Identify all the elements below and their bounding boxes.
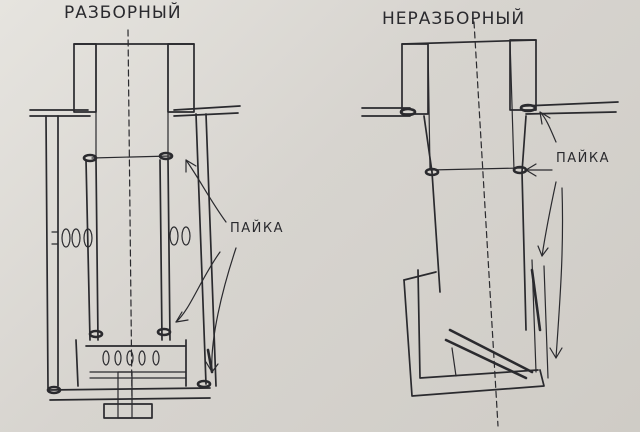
right-arrows xyxy=(525,111,564,359)
right-title: НЕРАЗБОРНЫЙ xyxy=(382,7,525,29)
left-solder-label: ПАЙКА xyxy=(230,220,284,236)
left-lower-coupling xyxy=(75,339,187,387)
right-outer-shell xyxy=(423,21,527,427)
right-drawing: НЕРАЗБОРНЫЙ xyxy=(361,7,619,427)
left-bottom-plate xyxy=(47,371,211,419)
right-collar xyxy=(401,39,537,171)
left-outer-shell xyxy=(45,113,217,389)
right-solder-points xyxy=(399,103,542,332)
left-holes-right xyxy=(169,226,191,246)
right-solder-label: ПАЙКА xyxy=(556,150,610,166)
left-drawing: РАЗБОРНЫЙ xyxy=(29,1,284,419)
left-flange xyxy=(29,105,241,117)
left-solder-points xyxy=(46,151,214,395)
left-arrows xyxy=(175,159,237,373)
left-title: РАЗБОРНЫЙ xyxy=(64,1,182,23)
left-collar xyxy=(73,43,195,159)
right-insert xyxy=(444,328,534,380)
left-holes-left xyxy=(51,228,93,248)
right-flange xyxy=(361,101,619,117)
left-inner-tube xyxy=(85,29,171,401)
